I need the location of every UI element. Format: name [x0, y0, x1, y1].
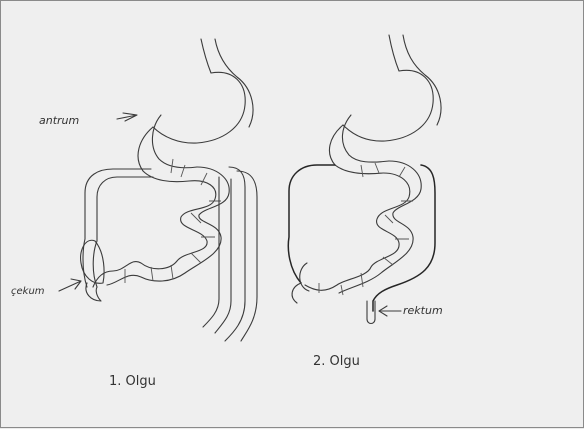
case2-small-bowel	[305, 161, 421, 293]
rektum-label: rektum	[403, 304, 443, 317]
case1-cekum-arrow	[59, 279, 81, 291]
case1-antrum-arrow	[117, 113, 137, 121]
case2-duodenum	[329, 115, 389, 174]
case2-rektum-arrow	[379, 306, 401, 316]
case2-sigmoid	[292, 263, 309, 303]
case1-antrum-duodenum	[138, 115, 197, 182]
case1-colon	[83, 167, 257, 341]
case2-drawing	[288, 35, 441, 324]
cekum-label: çekum	[11, 286, 45, 297]
case1-cecum	[81, 240, 104, 301]
case2-rectum	[367, 301, 375, 324]
antrum-label: antrum	[39, 114, 79, 127]
case2-caption: 2. Olgu	[313, 354, 360, 369]
case1-drawing	[59, 39, 257, 341]
case2-stomach	[343, 35, 441, 141]
case1-small-bowel	[93, 167, 229, 287]
case2-bowel-segments	[319, 163, 413, 295]
case1-stomach	[153, 39, 253, 143]
case1-caption: 1. Olgu	[109, 374, 156, 389]
